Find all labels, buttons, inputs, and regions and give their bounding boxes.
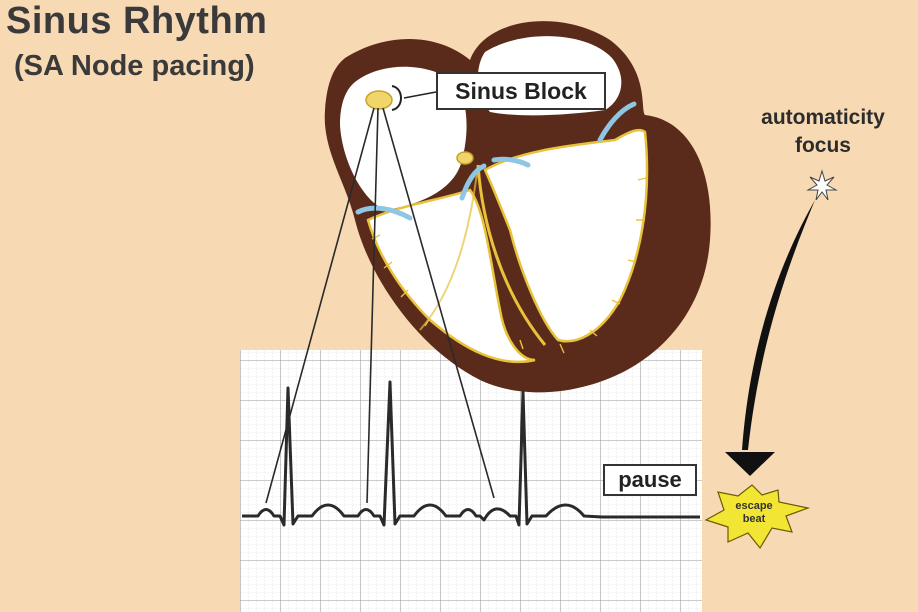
valve-icon (355, 205, 413, 221)
focus-arrow (742, 200, 815, 450)
pause-label: pause (603, 464, 697, 496)
valve-icon (597, 101, 637, 143)
escape-beat-line1: escape (735, 500, 773, 512)
automaticity-focus-line2: focus (794, 134, 851, 157)
sa-node-icon (365, 90, 393, 110)
focus-star-icon (806, 169, 838, 201)
escape-beat-label: escape beat (712, 500, 796, 526)
escape-beat-line2: beat (742, 513, 766, 525)
ecg-trace (242, 380, 700, 527)
escape-beat-star-icon (704, 484, 811, 550)
page-subtitle: (SA Node pacing) (14, 50, 255, 82)
automaticity-focus-label: automaticity focus (728, 104, 918, 160)
arrow-head-icon (725, 452, 775, 476)
page-title: Sinus Rhythm (6, 0, 268, 42)
automaticity-focus-line1: automaticity (761, 106, 885, 129)
sinus-block-label: Sinus Block (436, 72, 606, 110)
ventricle-chamber (483, 128, 649, 343)
valve-icon (491, 156, 531, 168)
sinus-block-bracket (391, 85, 402, 111)
av-node-icon (456, 151, 474, 165)
valve-icon (459, 163, 487, 201)
heart-cross-section (324, 21, 711, 393)
purkinje-fibers (371, 177, 647, 354)
sa-node-pointer-lines (265, 107, 495, 504)
